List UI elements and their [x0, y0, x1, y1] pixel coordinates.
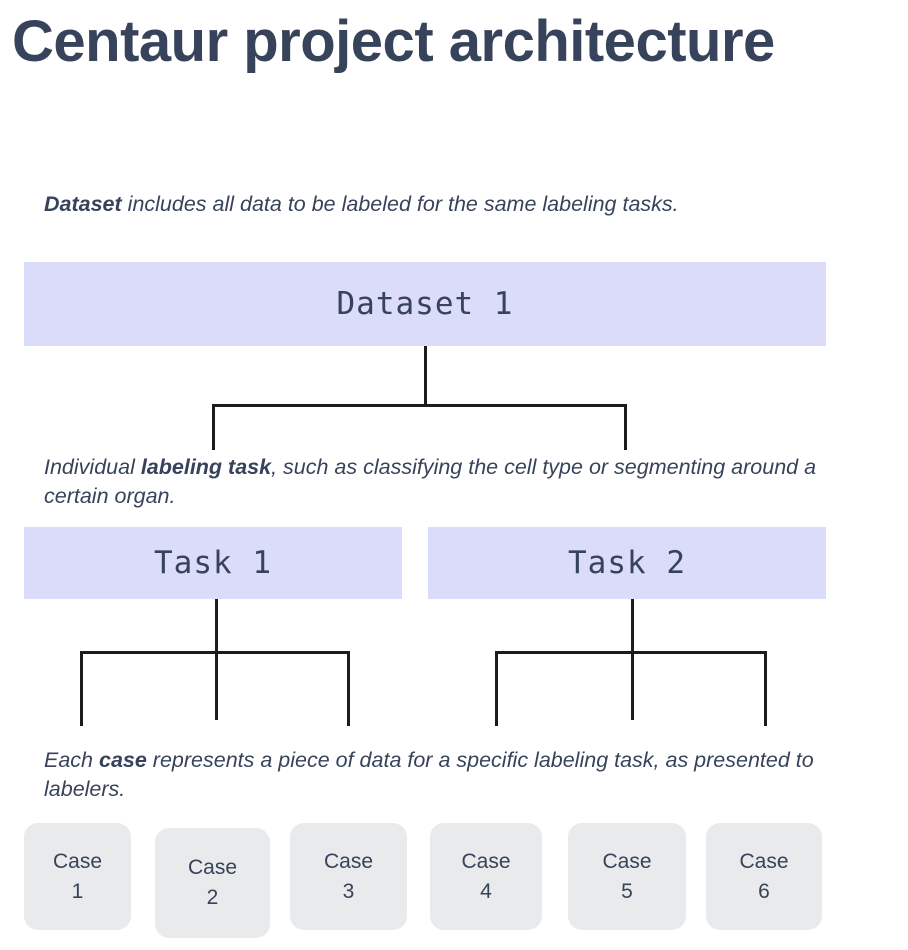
node-case-1[interactable]: Case 1: [24, 823, 131, 930]
node-case-5-word: Case: [602, 849, 652, 873]
connector-dataset-to-task-2: [624, 404, 627, 450]
node-case-5-number: 5: [621, 879, 633, 903]
node-case-4[interactable]: Case 4: [430, 823, 542, 930]
node-case-6-word: Case: [739, 849, 789, 873]
caption-case: Each case represents a piece of data for…: [44, 746, 834, 804]
caption-case-pre: Each: [44, 748, 99, 772]
connector-dataset-to-task-1: [212, 404, 215, 450]
caption-task-pre: Individual: [44, 455, 141, 479]
node-case-6[interactable]: Case 6: [706, 823, 822, 930]
caption-case-rest: represents a piece of data for a specifi…: [44, 748, 814, 801]
caption-task-rest: , such as classifying the cell type or s…: [44, 455, 817, 508]
caption-dataset-lead: Dataset: [44, 192, 122, 216]
node-case-2-number: 2: [206, 886, 219, 909]
connector-task-2-to-case-6: [764, 651, 767, 726]
node-case-4-word: Case: [461, 849, 511, 873]
connector-task-1-stem: [215, 599, 218, 653]
node-task-1[interactable]: Task 1: [24, 527, 402, 599]
connector-task-1-to-case-1: [80, 651, 83, 726]
connector-task-2-to-case-4: [495, 651, 498, 726]
caption-task: Individual labeling task, such as classi…: [44, 453, 834, 511]
node-case-2[interactable]: Case 2: [155, 828, 270, 938]
node-case-3-word: Case: [323, 849, 374, 873]
caption-task-lead: labeling task: [140, 455, 272, 479]
node-task-2[interactable]: Task 2: [428, 527, 826, 599]
connector-task-2-stem: [631, 599, 634, 653]
connector-task-1-to-case-3: [347, 651, 350, 726]
connector-task-2-to-case-5: [631, 651, 634, 720]
node-case-1-number: 1: [71, 879, 84, 903]
caption-case-lead: case: [98, 748, 147, 772]
node-case-4-number: 4: [480, 879, 492, 903]
node-case-5[interactable]: Case 5: [568, 823, 686, 930]
caption-dataset-rest: includes all data to be labeled for the …: [121, 192, 679, 216]
node-case-6-number: 6: [758, 879, 770, 903]
page-title: Centaur project architecture: [12, 9, 775, 74]
node-case-3-number: 3: [342, 879, 355, 903]
connector-task-1-to-case-2: [215, 651, 218, 720]
connector-dataset-bar: [212, 404, 627, 407]
connector-dataset-stem: [424, 346, 427, 406]
node-dataset-1-label: Dataset 1: [336, 286, 514, 322]
node-case-3[interactable]: Case 3: [290, 823, 407, 930]
node-dataset-1[interactable]: Dataset 1: [24, 262, 826, 346]
node-case-1-word: Case: [52, 849, 103, 873]
node-task-1-label: Task 1: [154, 545, 272, 581]
node-case-2-word: Case: [187, 856, 238, 879]
caption-dataset: Dataset includes all data to be labeled …: [44, 190, 834, 219]
node-task-2-label: Task 2: [568, 545, 686, 581]
